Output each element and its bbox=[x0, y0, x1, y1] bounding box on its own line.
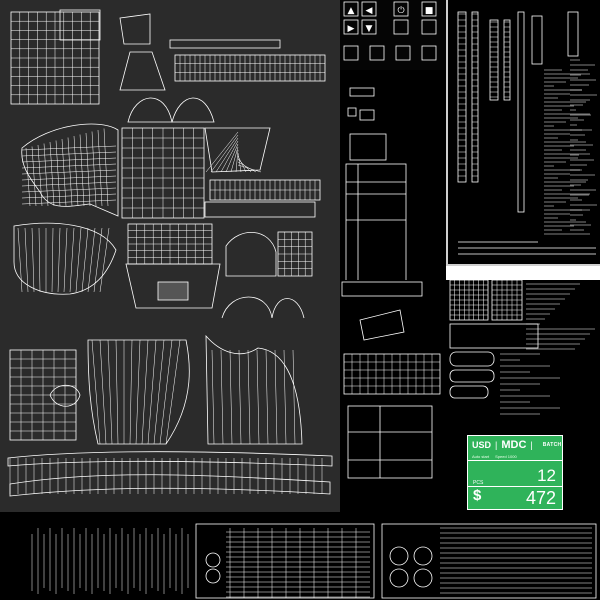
uv-shell-dome-right bbox=[171, 97, 215, 123]
gauge-header: USD | MDC | BATCH bbox=[468, 436, 562, 454]
uv-shell-radial bbox=[204, 127, 271, 173]
interior-detail-lines bbox=[344, 280, 595, 415]
uv-strip-long-1 bbox=[7, 451, 333, 467]
gauge-amount-value: 472 bbox=[525, 488, 556, 508]
gauge-batch-label: BATCH bbox=[542, 442, 562, 448]
square-icon: ■ bbox=[425, 6, 434, 16]
uv-wireframe-main bbox=[7, 9, 333, 497]
uv-shell-console bbox=[125, 263, 221, 309]
gauge-divider-2 bbox=[468, 486, 562, 487]
uv-strip-long-2 bbox=[9, 474, 331, 497]
arrow-down-icon: ▼ bbox=[366, 24, 373, 34]
uv-shell-top-small bbox=[59, 9, 101, 41]
uv-shell-body-left bbox=[21, 123, 119, 217]
gauge-pcs-label: PCS bbox=[473, 480, 484, 486]
strip-detail-lines bbox=[458, 13, 597, 235]
gauge-unit: MDC bbox=[501, 439, 527, 451]
uv-strip-thin bbox=[169, 39, 281, 49]
power-icon: ⏻ bbox=[397, 5, 404, 16]
gauge-divider bbox=[468, 460, 562, 461]
uv-shell-bracket bbox=[119, 13, 151, 45]
gauge-dollar-icon: $ bbox=[473, 487, 482, 504]
strip-wireframe bbox=[457, 11, 597, 255]
hud-wireframe bbox=[345, 87, 407, 280]
uv-sheet-bottom bbox=[0, 512, 600, 600]
mdc-gauge-panel: USD | MDC | BATCH Auto start Speed 1000 … bbox=[467, 435, 563, 510]
uv-shell-fender bbox=[225, 231, 277, 277]
uv-strip-3 bbox=[204, 201, 316, 218]
bottom-detail-lines bbox=[31, 527, 592, 598]
uv-arc-2 bbox=[271, 298, 305, 319]
uv-sheet-strips bbox=[446, 0, 600, 266]
uv-shell-console-hole bbox=[157, 281, 189, 301]
uv-shell-roof bbox=[205, 334, 303, 445]
gauge-currency: USD bbox=[472, 440, 492, 450]
uv-shell-door bbox=[13, 222, 117, 295]
uv-sheet-hud bbox=[340, 70, 446, 280]
gauge-count-value: 12 bbox=[537, 466, 556, 485]
bottom-wireframe bbox=[31, 523, 597, 599]
arrow-right-icon: ▶ bbox=[348, 24, 355, 34]
uv-arc-1 bbox=[221, 296, 273, 319]
gauge-separator: | bbox=[495, 440, 498, 450]
uv-sheet-buttons: ▲ ◀ ▶ ▼ ⏻ ■ bbox=[340, 0, 446, 70]
uv-sheet-main bbox=[0, 0, 340, 512]
uv-shell-dome-left bbox=[127, 97, 173, 123]
arrow-left-icon: ◀ bbox=[366, 6, 373, 16]
uv-shell-hood bbox=[119, 51, 166, 91]
arrow-up-icon: ▲ bbox=[348, 6, 355, 16]
button-atlas: ▲ ◀ ▶ ▼ ⏻ ■ bbox=[343, 1, 437, 61]
uv-grid-lines bbox=[9, 12, 325, 494]
gauge-subheader: Auto start Speed 1000 bbox=[472, 454, 517, 459]
gauge-sub-a: Auto start bbox=[472, 454, 490, 459]
gauge-sub-b: Speed 1000 bbox=[495, 454, 517, 459]
gauge-separator-2: | bbox=[530, 440, 533, 450]
interior-wireframe bbox=[341, 280, 595, 479]
